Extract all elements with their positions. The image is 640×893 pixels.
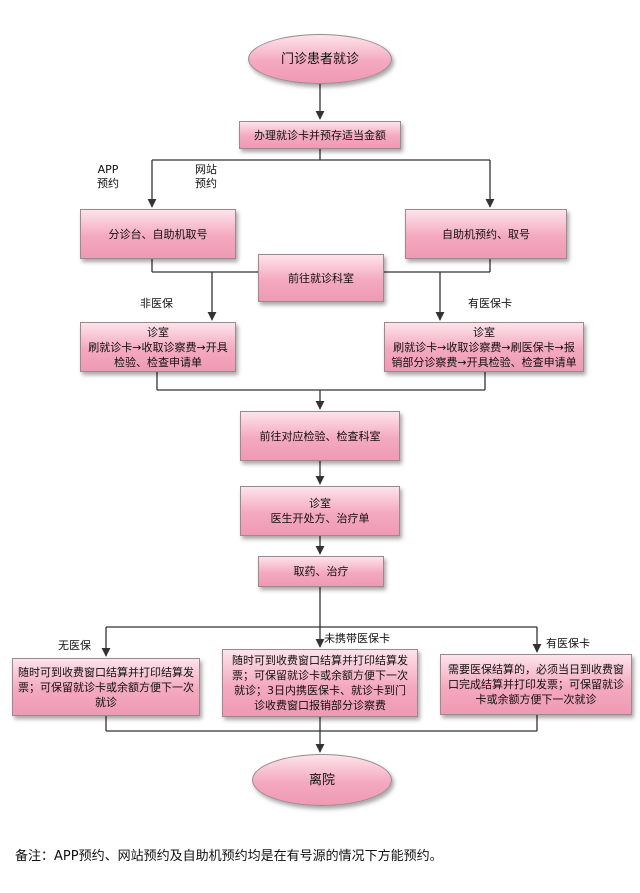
left-register-step: 分诊台、自助机取号 — [80, 209, 236, 259]
label-has-insurance: 有医保卡 — [546, 637, 590, 650]
footnote: 备注：APP预约、网站预约及自助机预约均是在有号源的情况下方能预约。 — [15, 849, 443, 864]
settle-mid-step: 随时可到收费窗口结算并打印结算发 票；可保留就诊卡或余额方便下一次 就诊；3日内… — [222, 649, 418, 717]
medicine-step: 取药、治疗 — [258, 556, 384, 587]
right-register-step: 自助机预约、取号 — [405, 209, 567, 259]
go-department-step: 前往就诊科室 — [258, 254, 384, 302]
clinic-right-step: 诊室 刷就诊卡→收取诊察费→刷医保卡→报 销部分诊察费→开具检验、检查申请单 — [384, 322, 584, 372]
label-insurance-card: 有医保卡 — [468, 297, 512, 310]
settle-left-step: 随时可到收费窗口结算并打印结算发 票；可保留就诊卡或余额方便下一次 就诊 — [12, 658, 200, 716]
settle-right-step: 需要医保结算的，必须当日到收费窗 口完成结算并打印发票；可保留就诊 卡或余额方便… — [440, 654, 632, 715]
go-exam-step: 前往对应检验、检查科室 — [240, 411, 400, 461]
label-web-booking: 网站 预约 — [195, 163, 217, 190]
label-app-booking: APP 预约 — [97, 163, 119, 190]
end-node: 离院 — [252, 754, 392, 806]
label-forgot-card: 未携带医保卡 — [324, 632, 390, 645]
apply-card-step: 办理就诊卡并预存适当金额 — [239, 121, 401, 149]
label-no-insurance: 无医保 — [58, 639, 91, 652]
label-non-insurance: 非医保 — [140, 297, 173, 310]
clinic-prescribe-step: 诊室 医生开处方、治疗单 — [240, 486, 400, 536]
start-node: 门诊患者就诊 — [248, 34, 392, 84]
clinic-left-step: 诊室 刷就诊卡→收取诊察费→开具 检验、检查申请单 — [80, 322, 236, 372]
